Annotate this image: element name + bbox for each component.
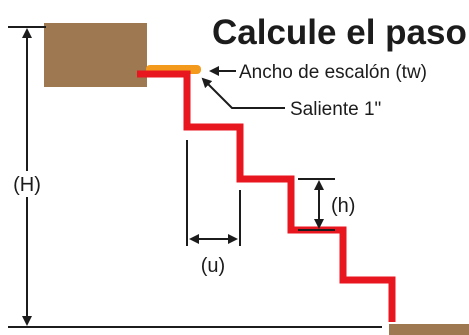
diagram-title: Calcule el paso y [212, 13, 469, 52]
total-rise-label-bg [6, 171, 48, 197]
tread-width-label: Ancho de escalón (tw) [239, 62, 427, 83]
nosing-leader [201, 77, 285, 109]
upper-floor-block [44, 23, 147, 87]
stair-stringer-profile [137, 70, 396, 322]
run-label: (u) [201, 255, 225, 277]
rise-label: (h) [331, 195, 355, 217]
lower-floor-block [389, 324, 469, 335]
total-rise-label: (H) [13, 174, 41, 196]
nosing-label: Saliente 1" [290, 99, 381, 120]
